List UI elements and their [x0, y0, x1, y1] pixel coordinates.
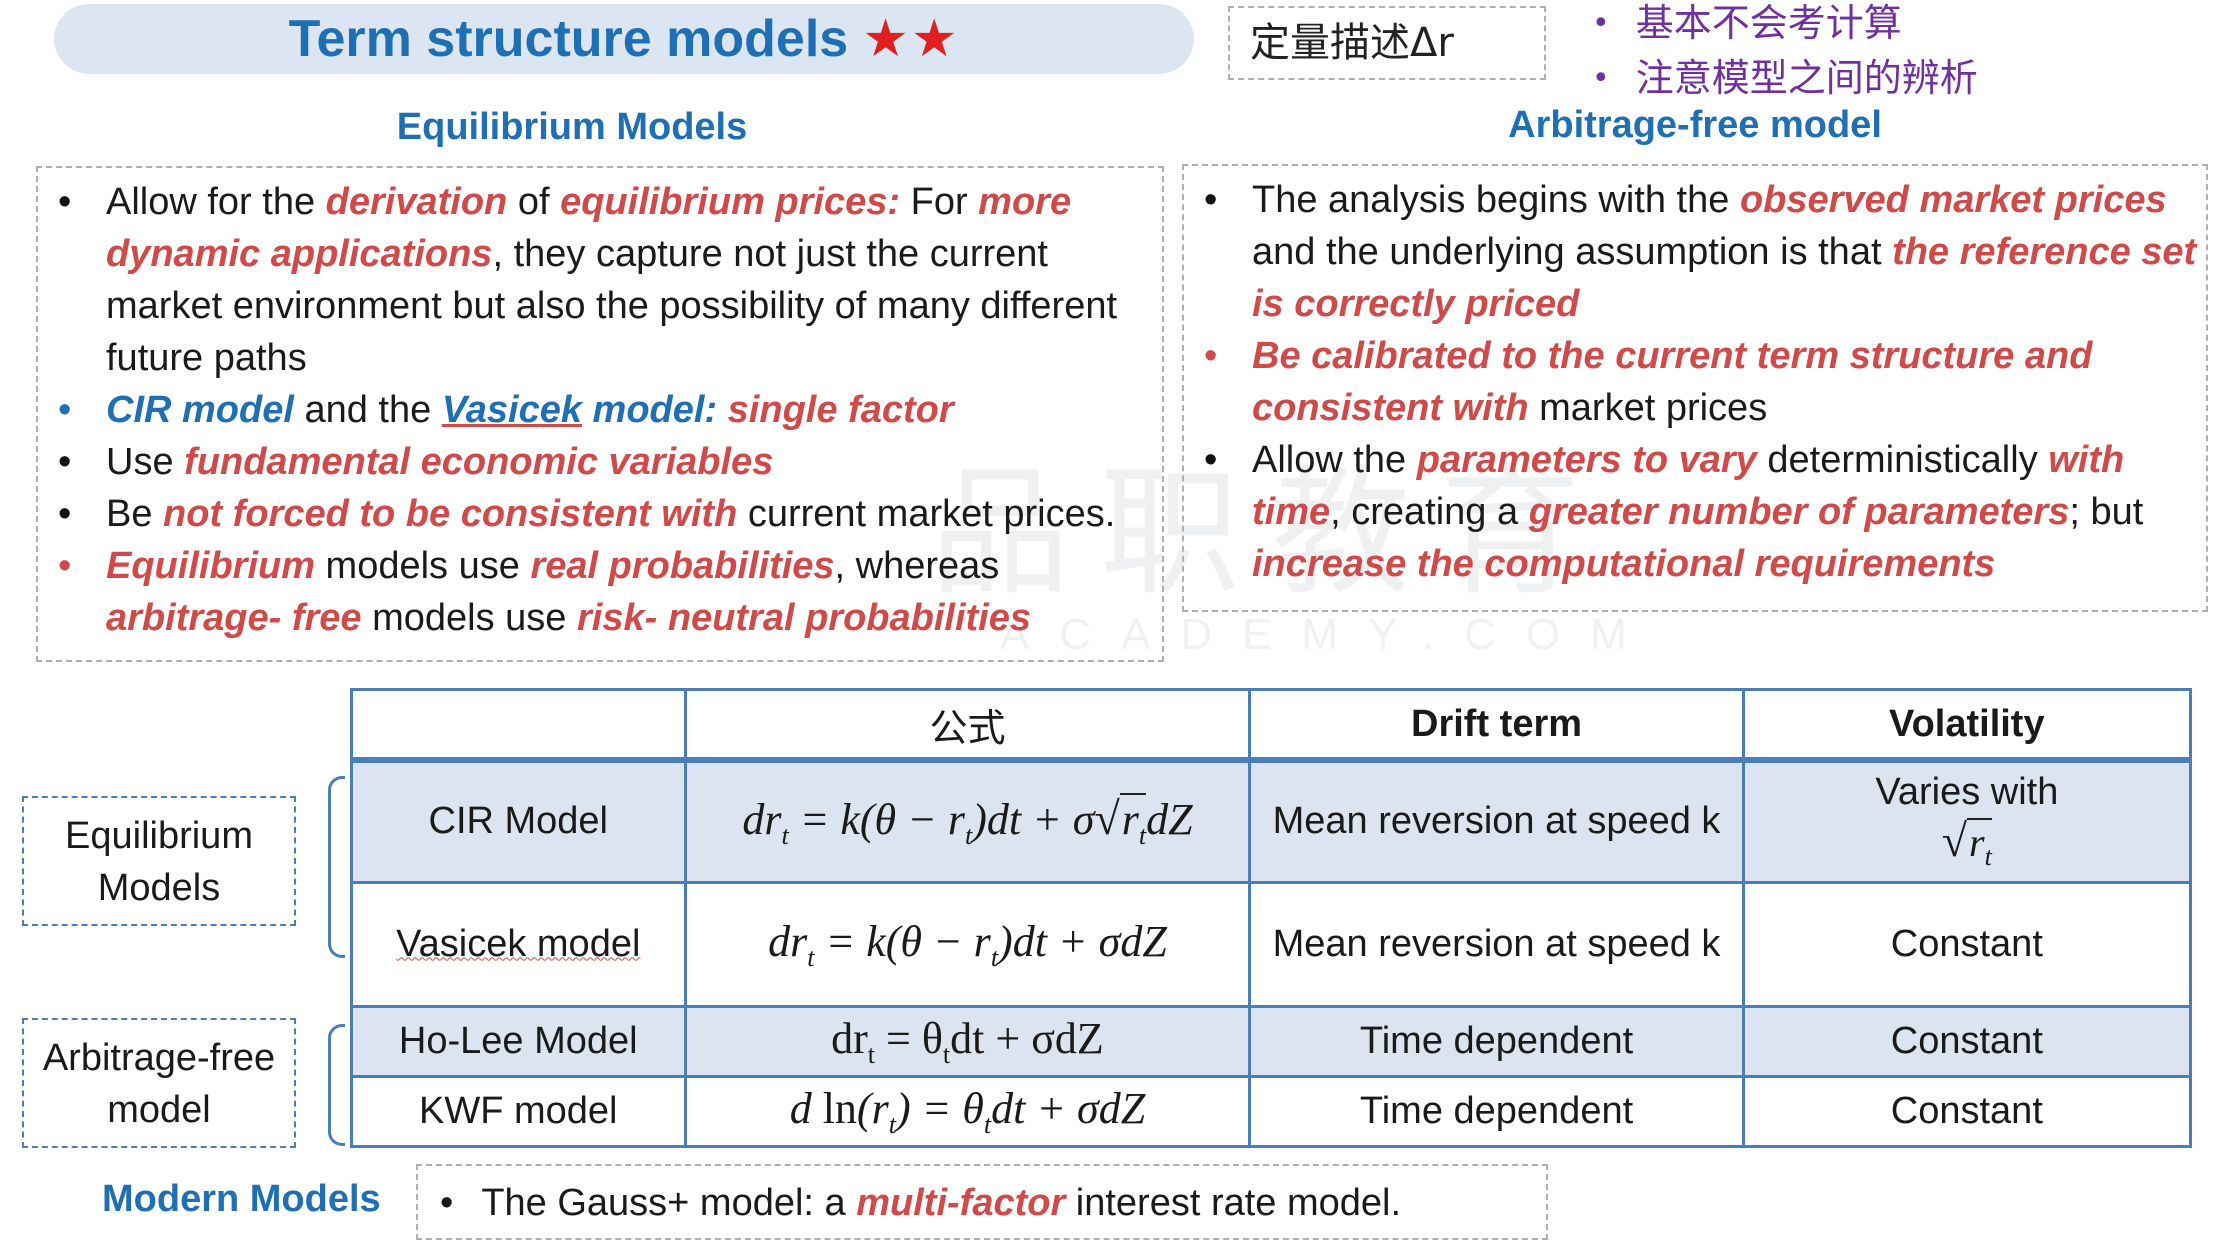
formula-kwf: d ln(rt) = θtdt + σdZ — [683, 1074, 1252, 1148]
equilibrium-panel: Allow for the derivation of equilibrium … — [36, 166, 1164, 662]
drift-term: Time dependent — [1248, 1004, 1745, 1078]
sqrt-rt-symbol: √rt — [1941, 815, 1992, 872]
brace-equilibrium — [328, 776, 345, 958]
table-header-row: 公式 Drift term Volatility — [350, 688, 2193, 763]
arbitrage-bullet: The analysis begins with the observed ma… — [1184, 174, 2206, 330]
brace-arbitrage — [328, 1024, 345, 1146]
modern-models-box: • The Gauss+ model: a multi-factor intere… — [416, 1164, 1548, 1240]
table-header: Volatility — [1741, 688, 2193, 763]
table-row: Ho-Lee Model drt = θtdt + σdZ Time depen… — [350, 1004, 2193, 1078]
group-label-equilibrium: Equilibrium Models — [22, 796, 296, 926]
equilibrium-heading: Equilibrium Models — [396, 106, 748, 148]
title-pill — [54, 4, 1194, 74]
page-title-text: Term structure models — [288, 10, 849, 68]
arbitrage-heading: Arbitrage-free model — [1508, 104, 1882, 146]
formula-ho-lee: drt = θtdt + σdZ — [683, 1004, 1252, 1078]
table-row: Vasicek model drt = k(θ − rt)dt + σdZ Me… — [350, 880, 2193, 1008]
arbitrage-bullet: Be calibrated to the current term struct… — [1184, 330, 2206, 434]
model-name: Vasicek model — [350, 880, 687, 1008]
volatility-text: Constant — [1741, 880, 2193, 1008]
drift-term: Time dependent — [1248, 1074, 1745, 1148]
modern-text-emphasis: multi-factor — [856, 1182, 1066, 1224]
group-label-arbitrage: Arbitrage-free model — [22, 1018, 296, 1148]
page-title: Term structure models★★ — [54, 4, 1194, 74]
model-name: Ho-Lee Model — [350, 1004, 687, 1078]
modern-models-heading: Modern Models — [102, 1178, 381, 1220]
equilibrium-bullet: Equilibrium models use real probabilitie… — [38, 540, 1162, 644]
formula-cir: drt = k(θ − rt)dt + σ√rtdZ — [683, 758, 1252, 884]
formula-vasicek: drt = k(θ − rt)dt + σdZ — [683, 880, 1252, 1008]
table-row: KWF model d ln(rt) = θtdt + σdZ Time dep… — [350, 1074, 2193, 1148]
drift-term: Mean reversion at speed k — [1248, 880, 1745, 1008]
table-header — [350, 688, 687, 763]
arbitrage-bullet: Allow the parameters to vary determinist… — [1184, 434, 2206, 590]
model-name-text: Vasicek model — [396, 922, 641, 965]
volatility-text: Constant — [1741, 1074, 2193, 1148]
model-name: CIR Model — [350, 758, 687, 884]
table-header: 公式 — [683, 688, 1252, 763]
table-row: CIR Model drt = k(θ − rt)dt + σ√rtdZ Mea… — [350, 758, 2193, 884]
drift-term: Mean reversion at speed k — [1248, 758, 1745, 884]
volatility-text: Constant — [1741, 1004, 2193, 1078]
equilibrium-bullet: Allow for the derivation of equilibrium … — [38, 176, 1162, 384]
equilibrium-bullet: CIR model and the Vasicek model: single … — [38, 384, 1162, 436]
arbitrage-panel: The analysis begins with the observed ma… — [1182, 164, 2208, 612]
bullet-icon: • — [440, 1182, 454, 1224]
table-header: Drift term — [1248, 688, 1745, 763]
study-notes: 基本不会考计算 注意模型之间的辨析 — [1592, 0, 1978, 106]
quant-description-box: 定量描述Δr — [1228, 6, 1546, 80]
volatility-cell: Varies with√rt — [1741, 758, 2193, 884]
equilibrium-bullet: Be not forced to be consistent with curr… — [38, 488, 1162, 540]
modern-text-before: The Gauss+ model: a — [481, 1182, 857, 1224]
models-table: 公式 Drift term Volatility CIR Model drt =… — [350, 688, 2193, 1148]
study-note: 注意模型之间的辨析 — [1592, 51, 1978, 106]
modern-text-after: interest rate model. — [1065, 1182, 1402, 1224]
model-name: KWF model — [350, 1074, 687, 1148]
study-note: 基本不会考计算 — [1592, 0, 1978, 51]
equilibrium-bullet: Use fundamental economic variables — [38, 436, 1162, 488]
volatility-text: Varies with — [1875, 771, 2059, 814]
star-rating: ★★ — [862, 10, 960, 68]
